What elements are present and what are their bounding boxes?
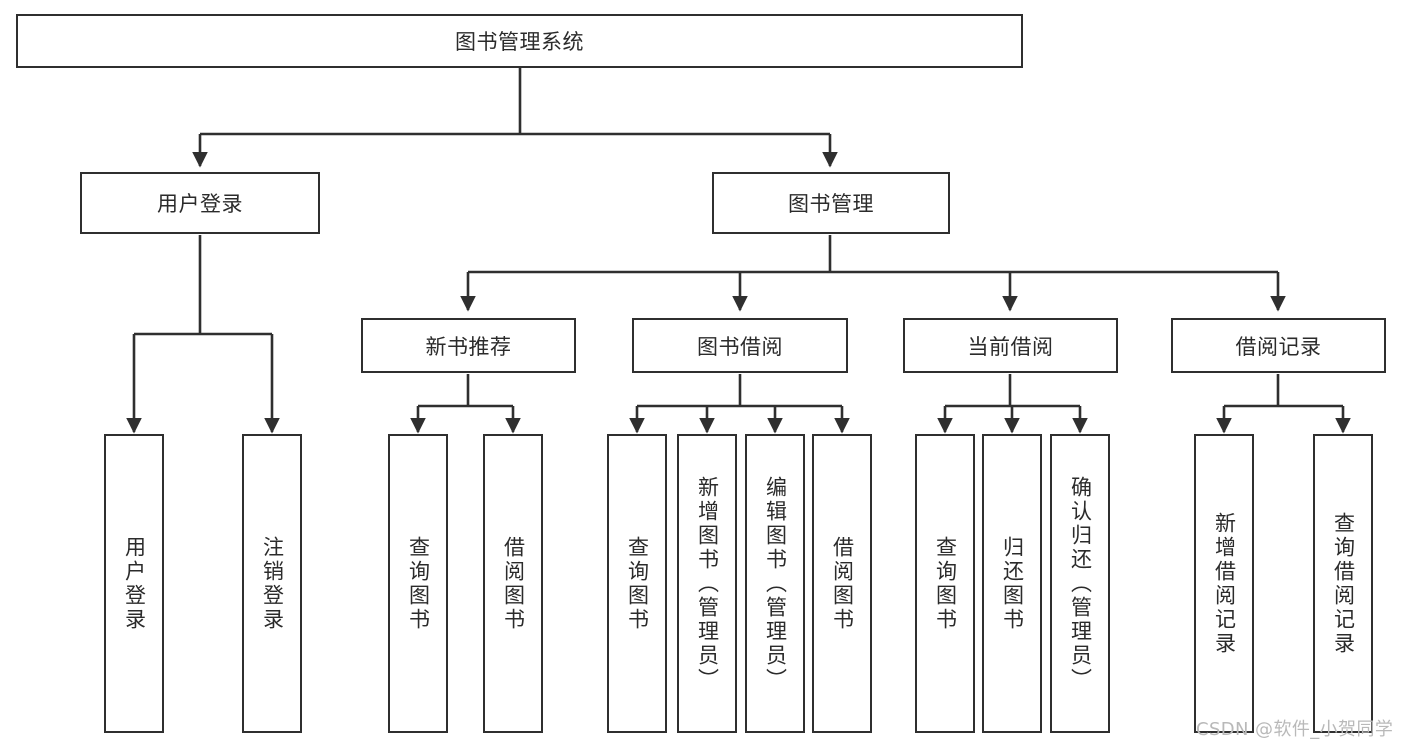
node-book-manage[interactable]: 图书管理	[712, 172, 950, 234]
node-root[interactable]: 图书管理系统	[16, 14, 1023, 68]
leaf-logout-login[interactable]: 注销登录	[242, 434, 302, 733]
leaf-confirm-return-label: 确认归还（管理员）	[1068, 475, 1093, 692]
leaf-query-borrow-record[interactable]: 查询借阅记录	[1313, 434, 1373, 733]
node-book-borrow[interactable]: 图书借阅	[632, 318, 848, 373]
leaf-edit-book-label: 编辑图书（管理员）	[763, 475, 788, 692]
leaf-add-borrow-record[interactable]: 新增借阅记录	[1194, 434, 1254, 733]
leaf-query-book-current[interactable]: 查询图书	[915, 434, 975, 733]
node-root-label: 图书管理系统	[455, 30, 584, 54]
leaf-query-book-recommend[interactable]: 查询图书	[388, 434, 448, 733]
node-current-borrow[interactable]: 当前借阅	[903, 318, 1118, 373]
leaf-edit-book[interactable]: 编辑图书（管理员）	[745, 434, 805, 733]
leaf-borrow-book-recommend-label: 借阅图书	[501, 535, 526, 632]
leaf-query-borrow-record-label: 查询借阅记录	[1331, 511, 1356, 656]
leaf-add-book[interactable]: 新增图书（管理员）	[677, 434, 737, 733]
node-book-borrow-label: 图书借阅	[697, 334, 783, 359]
leaf-logout-login-label: 注销登录	[260, 535, 285, 632]
leaf-user-login[interactable]: 用户登录	[104, 434, 164, 733]
leaf-query-book-borrow[interactable]: 查询图书	[607, 434, 667, 733]
leaf-borrow-book[interactable]: 借阅图书	[812, 434, 872, 733]
node-new-book-recommend[interactable]: 新书推荐	[361, 318, 576, 373]
watermark-label: CSDN @软件_小贺同学	[1196, 719, 1394, 740]
leaf-user-login-label: 用户登录	[122, 535, 147, 632]
node-book-manage-label: 图书管理	[788, 192, 874, 216]
node-borrow-record-label: 借阅记录	[1235, 334, 1322, 359]
leaf-borrow-book-recommend[interactable]: 借阅图书	[483, 434, 543, 733]
leaf-add-borrow-record-label: 新增借阅记录	[1212, 511, 1237, 656]
node-new-book-recommend-label: 新书推荐	[425, 334, 512, 359]
leaf-add-book-label: 新增图书（管理员）	[695, 475, 720, 692]
leaf-return-book[interactable]: 归还图书	[982, 434, 1042, 733]
leaf-borrow-book-label: 借阅图书	[830, 535, 855, 632]
leaf-query-book-current-label: 查询图书	[933, 535, 958, 632]
leaf-query-book-borrow-label: 查询图书	[625, 535, 650, 632]
leaf-return-book-label: 归还图书	[1000, 535, 1025, 632]
leaf-confirm-return[interactable]: 确认归还（管理员）	[1050, 434, 1110, 733]
leaf-query-book-recommend-label: 查询图书	[406, 535, 431, 632]
node-user-login-label: 用户登录	[157, 192, 243, 216]
node-user-login[interactable]: 用户登录	[80, 172, 320, 234]
node-borrow-record[interactable]: 借阅记录	[1171, 318, 1386, 373]
node-current-borrow-label: 当前借阅	[967, 334, 1054, 359]
